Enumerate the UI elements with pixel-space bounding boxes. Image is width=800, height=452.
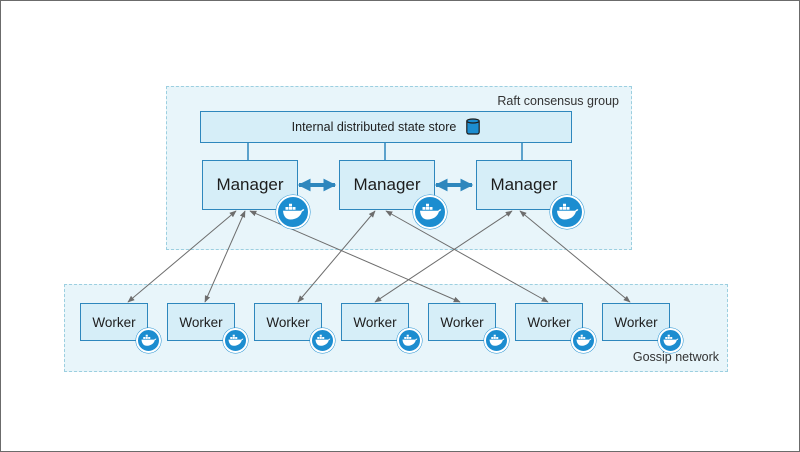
docker-whale-icon	[223, 328, 248, 353]
gossip-network-label: Gossip network	[632, 350, 719, 364]
manager-label: Manager	[490, 175, 558, 194]
docker-whale-icon	[550, 195, 584, 229]
worker-link-1	[127, 210, 237, 303]
worker-label: Worker	[614, 314, 658, 330]
docker-whale-icon	[397, 328, 422, 353]
manager-label: Manager	[216, 175, 284, 194]
state-store-label: Internal distributed state store	[291, 120, 457, 134]
worker-label: Worker	[179, 314, 223, 330]
internal-state-store: Internal distributed state store	[200, 111, 572, 143]
worker-label: Worker	[353, 314, 397, 330]
docker-whale-icon	[276, 195, 310, 229]
manager-label: Manager	[353, 175, 421, 194]
docker-whale-icon	[413, 195, 447, 229]
worker-label: Worker	[440, 314, 484, 330]
worker-label: Worker	[266, 314, 310, 330]
docker-whale-icon	[136, 328, 161, 353]
database-icon	[466, 118, 481, 135]
worker-link-6	[374, 210, 513, 303]
worker-label: Worker	[92, 314, 136, 330]
worker-link-2	[204, 210, 246, 303]
worker-link-5	[385, 210, 549, 303]
docker-whale-icon	[484, 328, 509, 353]
worker-link-7	[519, 210, 631, 303]
docker-whale-icon	[658, 328, 683, 353]
docker-whale-icon	[571, 328, 596, 353]
docker-whale-icon	[310, 328, 335, 353]
raft-group-label: Raft consensus group	[497, 94, 619, 108]
worker-label: Worker	[527, 314, 571, 330]
worker-link-4	[297, 210, 376, 303]
